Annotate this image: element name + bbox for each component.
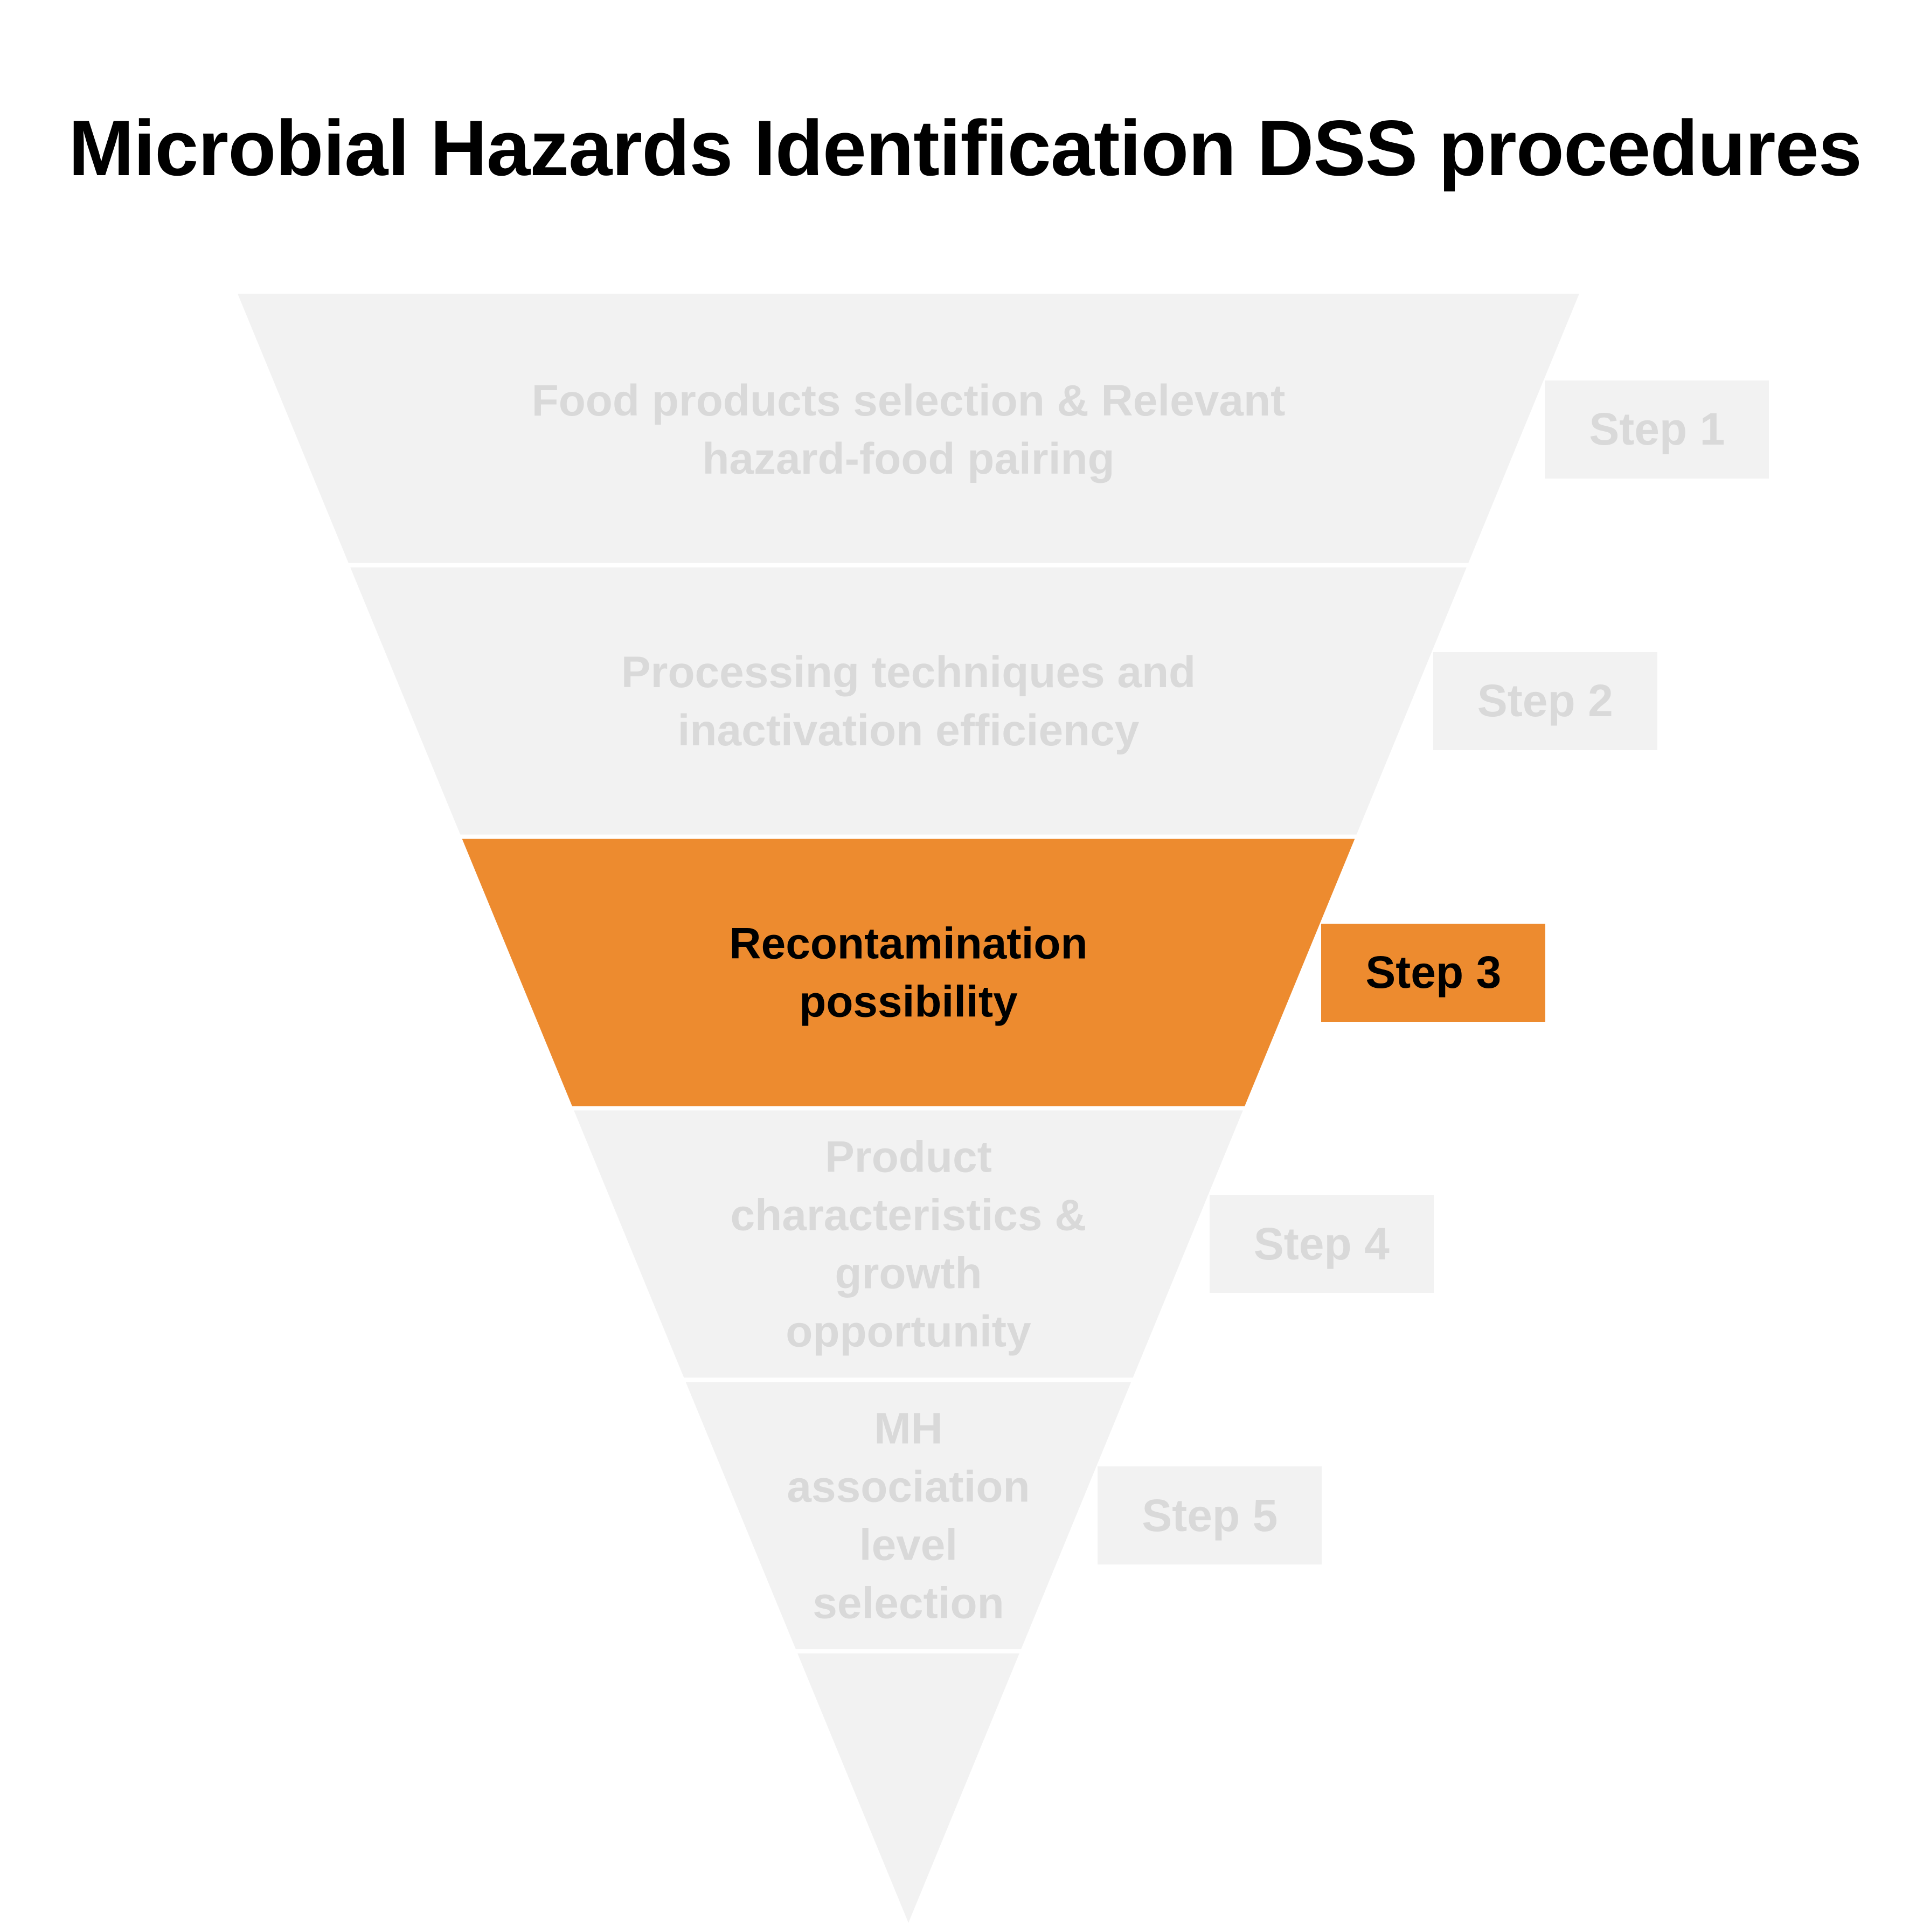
funnel-segment-2 xyxy=(350,567,1467,835)
funnel-segment-4 xyxy=(574,1110,1243,1378)
funnel-segment-3 xyxy=(462,839,1355,1106)
stage-label: characteristics & xyxy=(731,1190,1087,1239)
stage-label: MH xyxy=(874,1404,943,1453)
stage-label: hazard-food pairing xyxy=(702,434,1114,483)
step-badge-5: Step 5 xyxy=(1098,1466,1322,1565)
stage-label: Recontamination xyxy=(729,919,1087,968)
funnel-segment-5 xyxy=(685,1382,1131,1650)
stage-label: level xyxy=(859,1520,957,1569)
step-badge-3: Step 3 xyxy=(1321,923,1546,1022)
stage-label: Product xyxy=(825,1132,992,1181)
stage-label: association xyxy=(787,1462,1030,1511)
funnel-segment-6 xyxy=(797,1653,1019,1923)
step-badge-4: Step 4 xyxy=(1209,1195,1434,1293)
step-badge-1: Step 1 xyxy=(1545,380,1769,479)
step-badge-2: Step 2 xyxy=(1433,652,1657,750)
stage-label: growth xyxy=(835,1249,982,1298)
stage-label: possibility xyxy=(799,978,1018,1027)
funnel-segment-1 xyxy=(238,294,1579,563)
stage-label: Food products selection & Relevant xyxy=(532,376,1286,425)
stage-label: selection xyxy=(813,1578,1004,1628)
stage-label: opportunity xyxy=(786,1307,1031,1356)
page-title: Microbial Hazards Identification DSS pro… xyxy=(68,104,1862,192)
stage-label: inactivation efficiency xyxy=(678,706,1140,755)
stage-label: Processing techniques and xyxy=(621,648,1196,697)
